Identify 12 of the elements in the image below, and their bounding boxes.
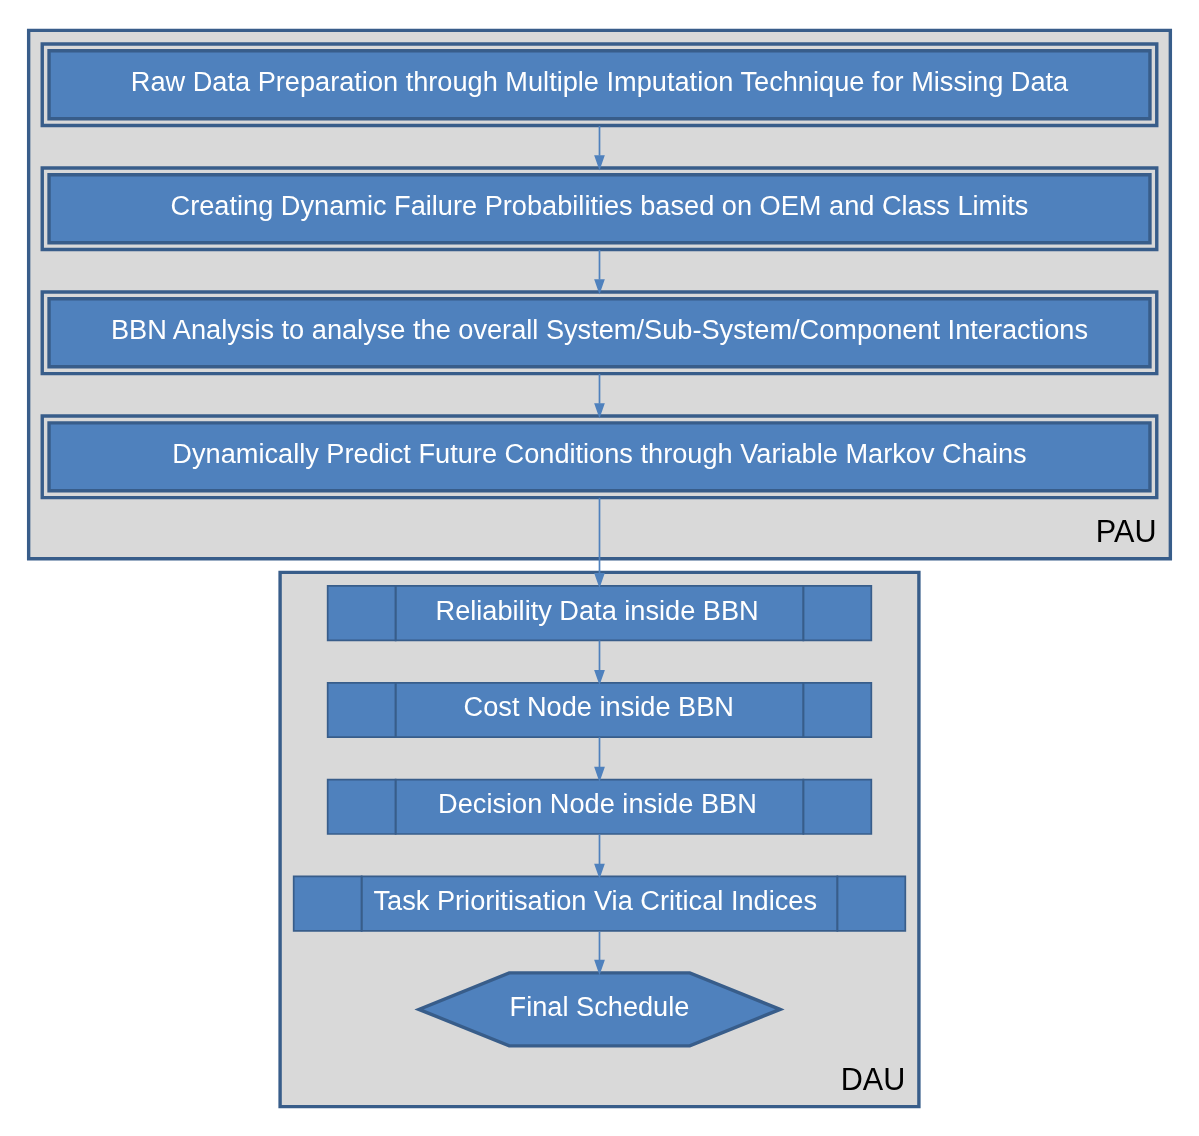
node-box: Creating Dynamic Failure Probabilities based on OEM and Class Limits: [40, 165, 1159, 251]
arrow: [594, 735, 605, 782]
arrow: [594, 372, 605, 419]
arrow: [594, 639, 605, 685]
arrow: [594, 496, 605, 588]
arrow: [594, 124, 605, 170]
arrow: [594, 832, 605, 879]
node-box: Raw Data Preparation through Multiple Imputation Technique for Missing Data: [40, 41, 1159, 127]
node-box: Dynamically Predict Future Conditions through Variable Markov Chains: [40, 413, 1159, 499]
arrow: [594, 248, 605, 294]
node-box: BBN Analysis to analyse the overall System/Sub-System/Component Interactions: [40, 289, 1159, 375]
arrow: [594, 929, 605, 975]
